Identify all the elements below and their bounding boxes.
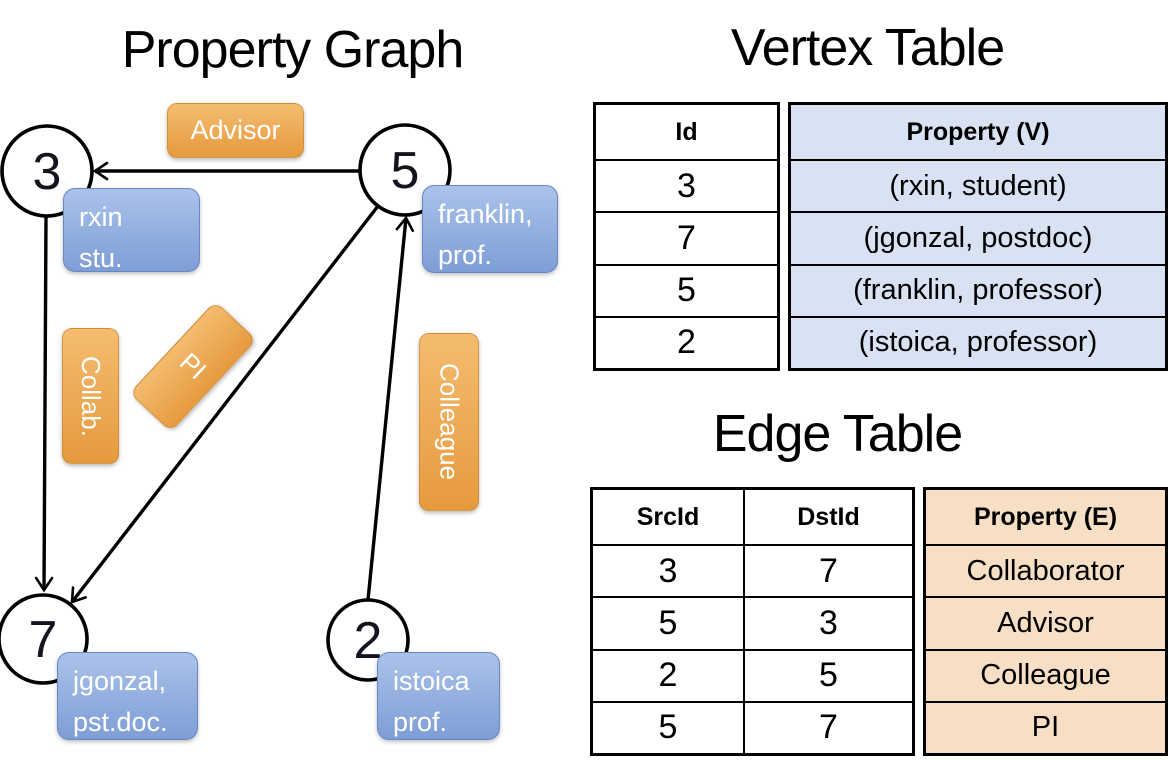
vertex-id-7: 7 <box>29 611 58 669</box>
edge-table-dst-cell: 5 <box>743 648 912 701</box>
vertex-table-property-column: Property (V) (rxin, student) (jgonzal, p… <box>788 102 1168 371</box>
edge-table-dst-cell: 3 <box>743 596 912 649</box>
vertex-property-box-5: franklin, prof. <box>422 185 558 273</box>
vertex-id-3: 3 <box>33 143 62 201</box>
edge-table-property-cell: Colleague <box>926 648 1165 701</box>
vertex-property-line: franklin, <box>438 199 533 229</box>
vertex-table-header-property: Property (V) <box>791 105 1165 159</box>
edge-label-advisor: Advisor <box>167 103 304 158</box>
vertex-table-property-cell: (franklin, professor) <box>791 263 1165 316</box>
edge-table-src-cell: 5 <box>593 700 743 753</box>
vertex-table-id-cell: 2 <box>596 315 777 368</box>
vertex-table-property-cell: (istoica, professor) <box>791 315 1165 368</box>
edge-arrow-3-to-7 <box>34 215 54 593</box>
vertex-table-id-cell: 7 <box>596 211 777 263</box>
edge-table-header-dstid: DstId <box>743 490 912 544</box>
edge-table-dst-cell: 7 <box>743 544 912 597</box>
vertex-id-5: 5 <box>391 142 420 200</box>
vertex-table-property-cell: (rxin, student) <box>791 159 1165 212</box>
edge-table-property-column: Property (E) Collaborator Advisor Collea… <box>923 487 1168 756</box>
vertex-table-header-id: Id <box>675 117 698 146</box>
vertex-property-line: pst.doc. <box>73 706 168 737</box>
edge-table-header-property: Property (E) <box>926 490 1165 544</box>
vertex-property-line: prof. <box>438 239 493 270</box>
vertex-property-box-3: rxin stu. <box>63 188 200 273</box>
edge-label-colleague: Colleague <box>419 333 479 511</box>
vertex-table-property-cell: (jgonzal, postdoc) <box>791 211 1165 264</box>
vertex-table-id-cell: 3 <box>596 159 777 211</box>
vertex-property-box-2: istoica prof. <box>377 652 500 740</box>
edge-arrow-2-to-5 <box>366 215 415 601</box>
vertex-property-line: istoica <box>393 666 470 696</box>
vertex-property-box-7: jgonzal, pst.doc. <box>57 652 198 740</box>
vertex-table-title: Vertex Table <box>730 19 1005 77</box>
edge-table-property-cell: PI <box>926 700 1165 753</box>
graph-edges-svg: 3 5 7 2 <box>0 123 452 685</box>
edge-table-property-cell: Collaborator <box>926 544 1165 597</box>
property-graph-title: Property Graph <box>121 21 465 79</box>
edge-table-id-columns: SrcId DstId 3 7 5 3 2 5 5 7 <box>590 487 915 756</box>
edge-table-src-cell: 2 <box>593 648 743 701</box>
edge-label-pi-text: PI <box>174 346 213 386</box>
vertex-property-line: jgonzal, <box>73 666 167 696</box>
edge-table-property-cell: Advisor <box>926 596 1165 649</box>
edge-table-src-cell: 3 <box>593 544 743 596</box>
vertex-property-line: rxin <box>79 202 123 232</box>
vertex-property-line: stu. <box>79 242 123 273</box>
vertex-table-id-column: Id 3 7 5 2 <box>593 102 780 371</box>
edge-label-collab: Collab. <box>62 328 119 464</box>
vertex-table-id-cell: 5 <box>596 263 777 316</box>
edge-table-src-cell: 5 <box>593 596 743 648</box>
edge-table-dst-cell: 7 <box>743 700 912 753</box>
edge-table-header-srcid: SrcId <box>636 502 700 531</box>
edge-table-title: Edge Table <box>712 405 963 463</box>
vertex-property-line: prof. <box>393 706 448 737</box>
edge-arrow-5-to-7 <box>70 204 380 604</box>
